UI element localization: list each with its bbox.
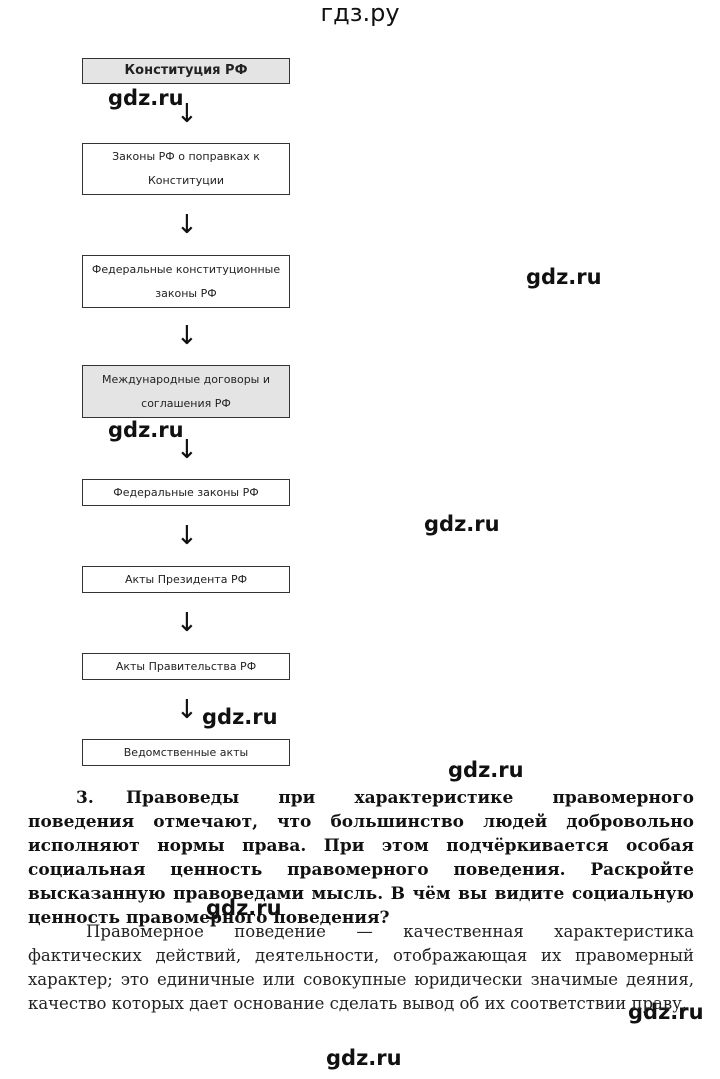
question-block: 3.Правоведы при характеристике правомерн… [28,786,694,930]
watermark: gdz.ru [108,86,184,110]
flow-box-federal-constitutional-laws: Федеральные конституционные законы РФ [82,255,290,308]
watermark: gdz.ru [526,265,602,289]
down-arrow-icon: ↓ [176,435,198,465]
down-arrow-icon: ↓ [176,695,198,725]
flow-box-president-acts: Акты Президента РФ [82,566,290,593]
down-arrow-icon: ↓ [176,521,198,551]
down-arrow-icon: ↓ [176,210,198,240]
watermark: gdz.ru [424,512,500,536]
flow-box-amendment-laws: Законы РФ о поправках к Конституции [82,143,290,195]
flow-box-international-treaties: Международные договоры и соглашения РФ [82,365,290,418]
flow-box-departmental-acts: Ведомственные акты [82,739,290,766]
flow-box-government-acts: Акты Правительства РФ [82,653,290,680]
down-arrow-icon: ↓ [176,321,198,351]
flow-box-federal-laws: Федеральные законы РФ [82,479,290,506]
answer-text: Правомерное поведение — качественная хар… [28,922,694,1013]
question-text: Правоведы при характеристике правомерног… [28,788,694,928]
watermark: gdz.ru [628,1000,704,1024]
flow-box-constitution: Конституция РФ [82,58,290,84]
watermark: gdz.ru [326,1046,402,1070]
watermark: gdz.ru [448,758,524,782]
watermark: gdz.ru [206,896,282,920]
watermark: gdz.ru [108,418,184,442]
down-arrow-icon: ↓ [176,608,198,638]
site-header: гдз.ру [320,0,400,27]
down-arrow-icon: ↓ [176,99,198,129]
question-number: 3. [76,788,94,808]
watermark: gdz.ru [202,705,278,729]
